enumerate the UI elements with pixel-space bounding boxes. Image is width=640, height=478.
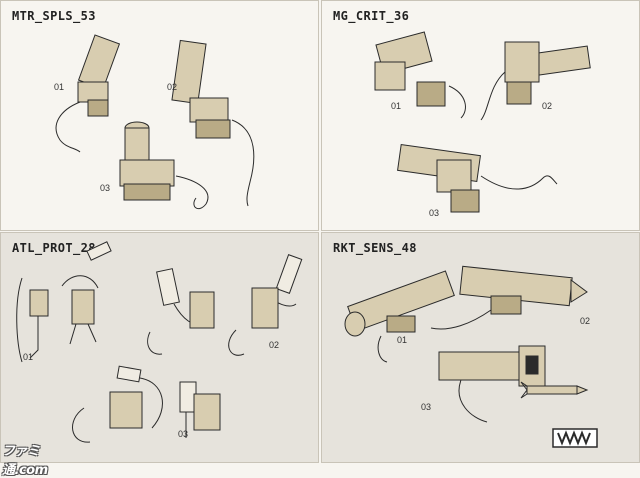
arm-01a-limb [29, 316, 39, 359]
arm-03a-muzzle [116, 365, 142, 383]
label-03: 03 [429, 208, 440, 218]
arm-03a-joint [109, 391, 143, 429]
mg-02-cable [480, 71, 506, 121]
mortar-02-cable [231, 119, 255, 207]
label-01: 01 [54, 82, 65, 92]
missile-nose [576, 385, 589, 395]
label-03: 03 [178, 429, 189, 439]
rocket-launcher-sketches [344, 265, 589, 423]
mortar-02-barrel [171, 39, 207, 105]
mg-02-legs [506, 81, 532, 105]
arm-01a-hose [16, 277, 23, 363]
panel-title: MTR_SPLS_53 [12, 9, 96, 23]
mg-01-cable [448, 85, 466, 119]
launcher-02-nose [570, 279, 588, 303]
mg-03-housing [436, 159, 472, 193]
launcher-02-cable [430, 309, 492, 330]
famitsu-watermark: ファミ通.com [2, 433, 72, 478]
label-03: 03 [100, 183, 111, 193]
panel-mg-crit: MG_CRIT_36 01 02 03 [321, 0, 640, 231]
panel-atl-prot: ATL_PROT_28 [0, 232, 319, 463]
panel-title: RKT_SENS_48 [333, 241, 417, 255]
arm-01b-claw [69, 323, 97, 345]
launcher-03-lens [525, 355, 539, 375]
mortar-01-cable [55, 101, 81, 153]
missile-body [526, 385, 578, 395]
label-02: 02 [580, 316, 591, 326]
arm-01a-shoulder [29, 289, 49, 317]
arm-01b-upper [61, 275, 99, 289]
mg-03-cable [480, 175, 558, 190]
panel-title: MG_CRIT_36 [333, 9, 410, 23]
launcher-01-cable [377, 335, 388, 363]
arm-02a-hose [147, 331, 163, 355]
label-01: 01 [391, 101, 402, 111]
mortar-01-legs [87, 99, 109, 117]
label-02: 02 [269, 340, 280, 350]
arm-01b-joint [71, 289, 95, 325]
mortar-02-base [189, 97, 229, 123]
label-01: 01 [397, 335, 408, 345]
mortar-sketches [55, 34, 255, 210]
mortar-01-base [77, 81, 109, 103]
panel-frame [0, 0, 319, 231]
mg-01-mount [374, 61, 406, 91]
mortar-01-barrel [77, 34, 121, 90]
label-02: 02 [167, 82, 178, 92]
arm-01b-muzzle [86, 241, 112, 261]
panel-rkt-sens: RKT_SENS_48 01 02 03 [321, 232, 640, 463]
arm-02b-hose [228, 329, 245, 356]
mortar-02-legs [195, 119, 231, 139]
mg-02-housing [504, 41, 540, 83]
launcher-02-mount [490, 295, 522, 315]
missile-fin [520, 381, 528, 399]
label-02: 02 [542, 101, 553, 111]
mortar-03-base [119, 159, 175, 187]
launcher-01-muzzle [344, 311, 366, 337]
arm-03a-hose [72, 407, 91, 443]
arm-02a-blade [156, 268, 180, 306]
arm-02a-joint [189, 291, 215, 329]
machinegun-sketches [374, 31, 591, 213]
arm-02b-blade [275, 254, 303, 294]
arm-03a-limb [139, 377, 163, 429]
studio-logo-icon [552, 428, 598, 448]
arm-sketches [16, 241, 303, 443]
mg-03-legs [450, 189, 480, 213]
mg-01-legs [416, 81, 446, 107]
panel-title: ATL_PROT_28 [12, 241, 96, 255]
arm-03b-joint [193, 393, 221, 431]
watermark-text: ファミ通.com [2, 444, 48, 478]
launcher-01-mount [386, 315, 416, 333]
launcher-03-cable [458, 379, 488, 423]
arm-02b-joint [251, 287, 279, 329]
label-01: 01 [23, 352, 34, 362]
mortar-03-legs [123, 183, 171, 201]
mortar-03-cable [175, 175, 209, 210]
panel-mtr-spls: MTR_SPLS_53 01 02 03 [0, 0, 319, 231]
label-03: 03 [421, 402, 432, 412]
